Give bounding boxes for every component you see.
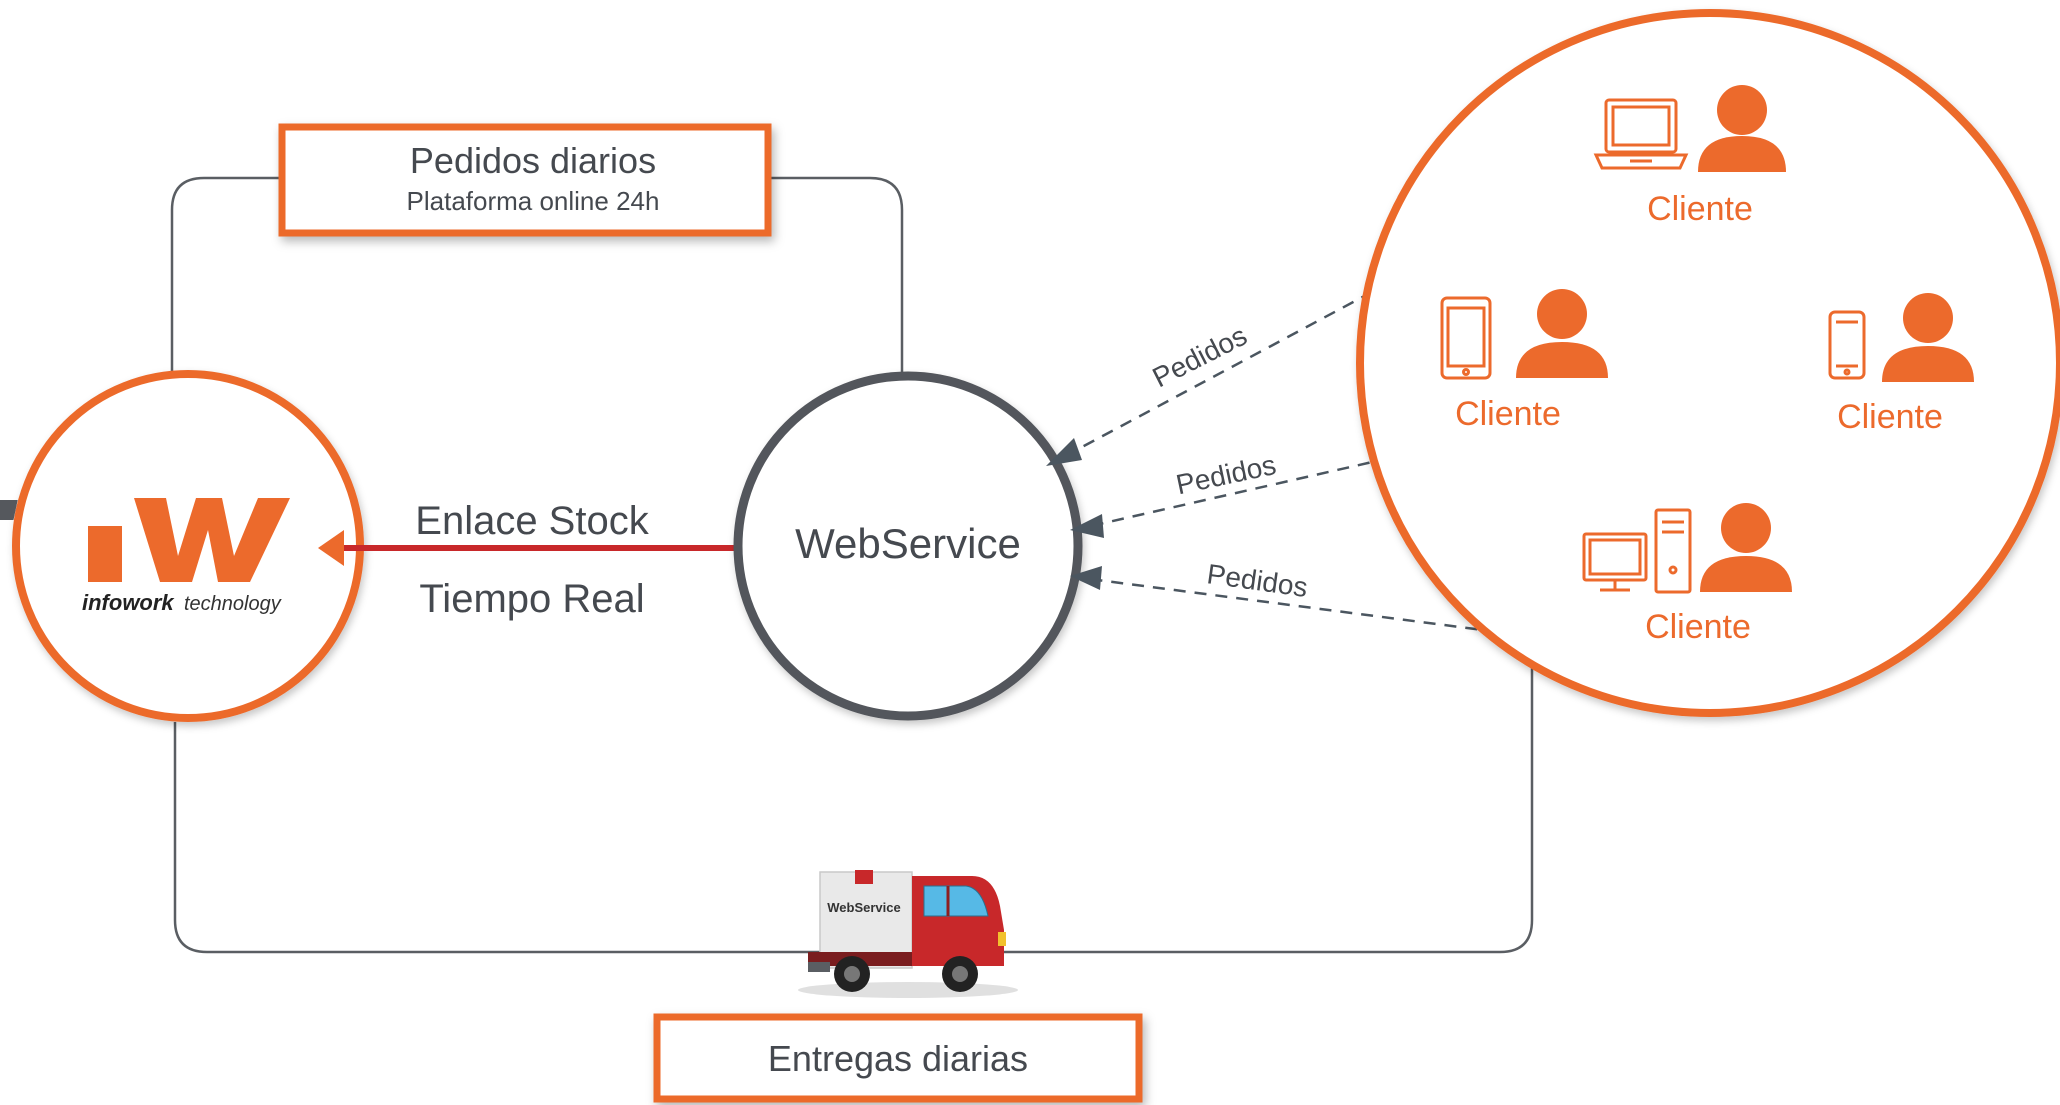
- desktop-computer-icon: [1582, 508, 1692, 594]
- user-icon: [1700, 503, 1792, 592]
- tablet-icon: [1440, 296, 1492, 380]
- user-icon: [1516, 289, 1608, 378]
- stock-link-label-line2: Tiempo Real: [419, 577, 644, 621]
- laptop-icon: [1593, 98, 1689, 170]
- user-icon: [1698, 85, 1786, 172]
- daily-orders-title: Pedidos diarios: [410, 140, 656, 181]
- webservice-label: WebService: [795, 520, 1021, 567]
- daily-orders-subtitle: Plataforma online 24h: [407, 186, 660, 216]
- client-2-label: Cliente: [1455, 395, 1561, 433]
- smartphone-icon: [1828, 310, 1866, 380]
- client-2: Cliente: [1440, 289, 1608, 433]
- client-3: Cliente: [1828, 293, 1974, 436]
- infowork-logo: infowork technology: [0, 498, 290, 615]
- company-node: infowork technology: [0, 370, 364, 722]
- user-icon: [1882, 293, 1974, 382]
- clients-group: Cliente Cliente: [1356, 9, 2060, 717]
- client-3-label: Cliente: [1837, 398, 1943, 436]
- client-1-label: Cliente: [1647, 190, 1753, 228]
- order-label-1: Pedidos: [1148, 320, 1252, 394]
- company-name-light: technology: [184, 593, 282, 615]
- stock-link-label-line1: Enlace Stock: [415, 499, 649, 543]
- truck-cargo-label: WebService: [827, 900, 900, 915]
- webservice-node: WebService: [733, 371, 1083, 721]
- company-name-bold: infowork: [82, 590, 175, 615]
- order-arrow-2: [1070, 456, 1391, 538]
- client-4: Cliente: [1582, 503, 1792, 646]
- order-arrow-3: [1070, 566, 1499, 634]
- delivery-truck-icon: WebService: [798, 870, 1018, 998]
- client-1: Cliente: [1593, 85, 1786, 228]
- order-arrow-1: [1046, 290, 1373, 466]
- order-label-2: Pedidos: [1173, 449, 1278, 500]
- daily-deliveries-title: Entregas diarias: [768, 1038, 1028, 1079]
- daily-orders-box: [278, 123, 772, 237]
- client-4-label: Cliente: [1645, 608, 1751, 646]
- daily-deliveries-box: [653, 1013, 1143, 1103]
